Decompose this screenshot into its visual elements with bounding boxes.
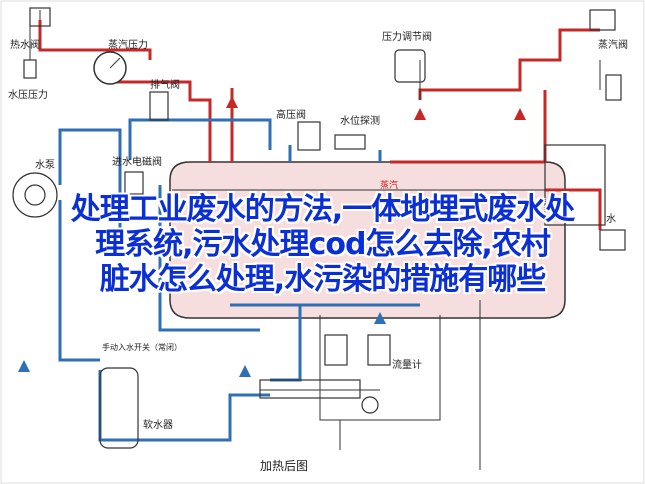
label-softener: 软水器 <box>143 418 173 431</box>
arrow-up-icon <box>414 108 426 120</box>
softener-body <box>99 367 139 449</box>
arrow-up-icon <box>374 312 386 324</box>
label-flowmeter: 流量计 <box>392 358 422 371</box>
bottom-pump-assembly <box>259 379 379 414</box>
main-tank <box>169 161 566 319</box>
flowmeter-body <box>324 334 391 366</box>
high-pressure-valve-body <box>297 121 321 151</box>
label-pressure-regulating-valve: 压力调节阀 <box>382 30 432 43</box>
label-high-pressure-valve: 高压阀 <box>276 108 306 121</box>
label-hot-water-valve: 热水阀 <box>10 38 40 51</box>
inlet-solenoid-valve-body <box>124 171 144 195</box>
label-water-pressure: 水压压力 <box>8 88 48 101</box>
arrow-up-icon <box>514 108 526 120</box>
label-manual-inlet-switch: 手动入水开关（常闭） <box>102 342 182 352</box>
pump-body <box>12 172 58 218</box>
label-steam-pressure: 蒸汽压力 <box>108 38 148 51</box>
label-exhaust-valve: 排气阀 <box>150 78 180 91</box>
arrow-up-icon <box>226 96 238 108</box>
heater-assembly <box>544 144 626 251</box>
label-inlet-solenoid-valve: 进水电磁阀 <box>112 155 162 168</box>
label-water-level-probe: 水位探测 <box>340 114 380 127</box>
steam-valve-body <box>589 9 622 101</box>
label-pump: 水泵 <box>35 159 55 171</box>
title-line-2: 理系统,污水处理cod怎么去除,农村 <box>95 227 551 262</box>
water-level-probe-body <box>334 134 366 150</box>
label-steam-tag: 蒸汽 <box>380 179 398 191</box>
title-line-3: 脏水怎么处理,水污染的措施有哪些 <box>99 262 546 297</box>
diagram-caption: 加热后图 <box>260 459 308 473</box>
hot-water-valve <box>23 7 51 79</box>
steam-pressure-gauge <box>93 51 127 85</box>
arrow-up-icon <box>239 365 251 377</box>
label-steam-valve: 蒸汽阀 <box>598 38 628 51</box>
label-right-tag: 水 <box>606 213 616 225</box>
exhaust-valve-body <box>149 91 169 121</box>
arrow-up-icon <box>18 360 30 372</box>
pressure-regulating-valve-body <box>394 49 426 83</box>
title-line-1: 处理工业废水的方法,一体地埋式废水处 <box>70 192 575 227</box>
overlay-title: 处理工业废水的方法,一体地埋式废水处 理系统,污水处理cod怎么去除,农村 脏水… <box>0 192 645 297</box>
